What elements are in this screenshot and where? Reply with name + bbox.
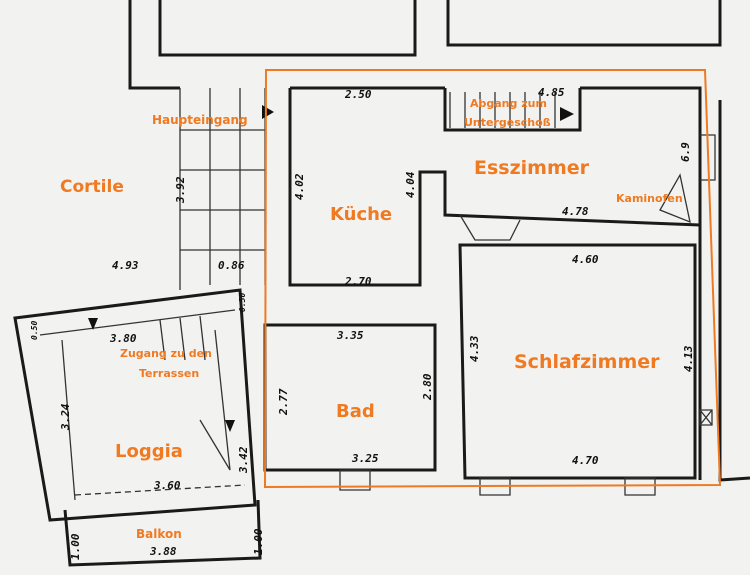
dimension-label: 1.00	[252, 528, 265, 555]
room-label-esszimmer: Esszimmer	[474, 157, 590, 179]
dimension-label: 3.88	[149, 545, 177, 558]
dimension-label: 2.50	[344, 88, 372, 101]
dimension-label: 3.92	[174, 176, 187, 204]
dimension-label: 2.70	[344, 275, 372, 288]
room-label-schlafzimmer: Schlafzimmer	[514, 351, 660, 373]
dimension-label: 4.78	[562, 205, 589, 218]
dimension-label: 6.9	[679, 142, 692, 162]
dimension-label: 3.24	[59, 403, 72, 431]
room-label-bad: Bad	[336, 401, 375, 422]
room-label-kueche: Küche	[330, 204, 392, 225]
walls	[13, 0, 750, 567]
room-label-cortile: Cortile	[60, 177, 124, 197]
room-label-untergeschoss: Untergeschoß	[464, 116, 551, 129]
apartment-outline	[263, 69, 722, 489]
dimension-label: 3.80	[109, 332, 137, 345]
dimension-label: 0.50	[238, 293, 247, 312]
dimension-label: 4.60	[572, 253, 599, 266]
dimension-label: 4.02	[293, 173, 306, 200]
dimension-label: 3.42	[237, 446, 250, 474]
dimension-label: 2.77	[277, 388, 290, 416]
dimension-label: 4.70	[572, 454, 599, 467]
dimension-label: 3.60	[153, 479, 181, 492]
room-label-balkon: Balkon	[136, 527, 182, 541]
direction-arrow-icon	[88, 105, 574, 432]
dimension-label: 4.93	[112, 259, 139, 272]
dimension-label: 4.33	[468, 335, 481, 362]
room-label-loggia: Loggia	[115, 441, 183, 462]
room-label-haupteingang: Haupteingang	[152, 113, 248, 127]
dimension-label: 0.86	[218, 259, 245, 272]
dimension-label: 0.50	[30, 321, 39, 340]
dimension-label: 3.25	[351, 452, 379, 465]
dimension-label: 4.04	[404, 171, 417, 198]
dimension-label: 2.80	[421, 373, 434, 401]
dimension-label: 4.85	[538, 86, 565, 99]
dimension-label: 1.00	[69, 533, 82, 560]
dimension-label: 3.35	[336, 329, 364, 342]
room-label-kaminofen: Kaminofen	[616, 192, 683, 205]
room-label-abgang: Abgang zum	[470, 97, 547, 110]
dimension-label: 4.13	[682, 345, 695, 372]
room-label-zugang: Zugang zu den	[120, 347, 212, 360]
room-label-terrassen: Terrassen	[139, 367, 199, 380]
